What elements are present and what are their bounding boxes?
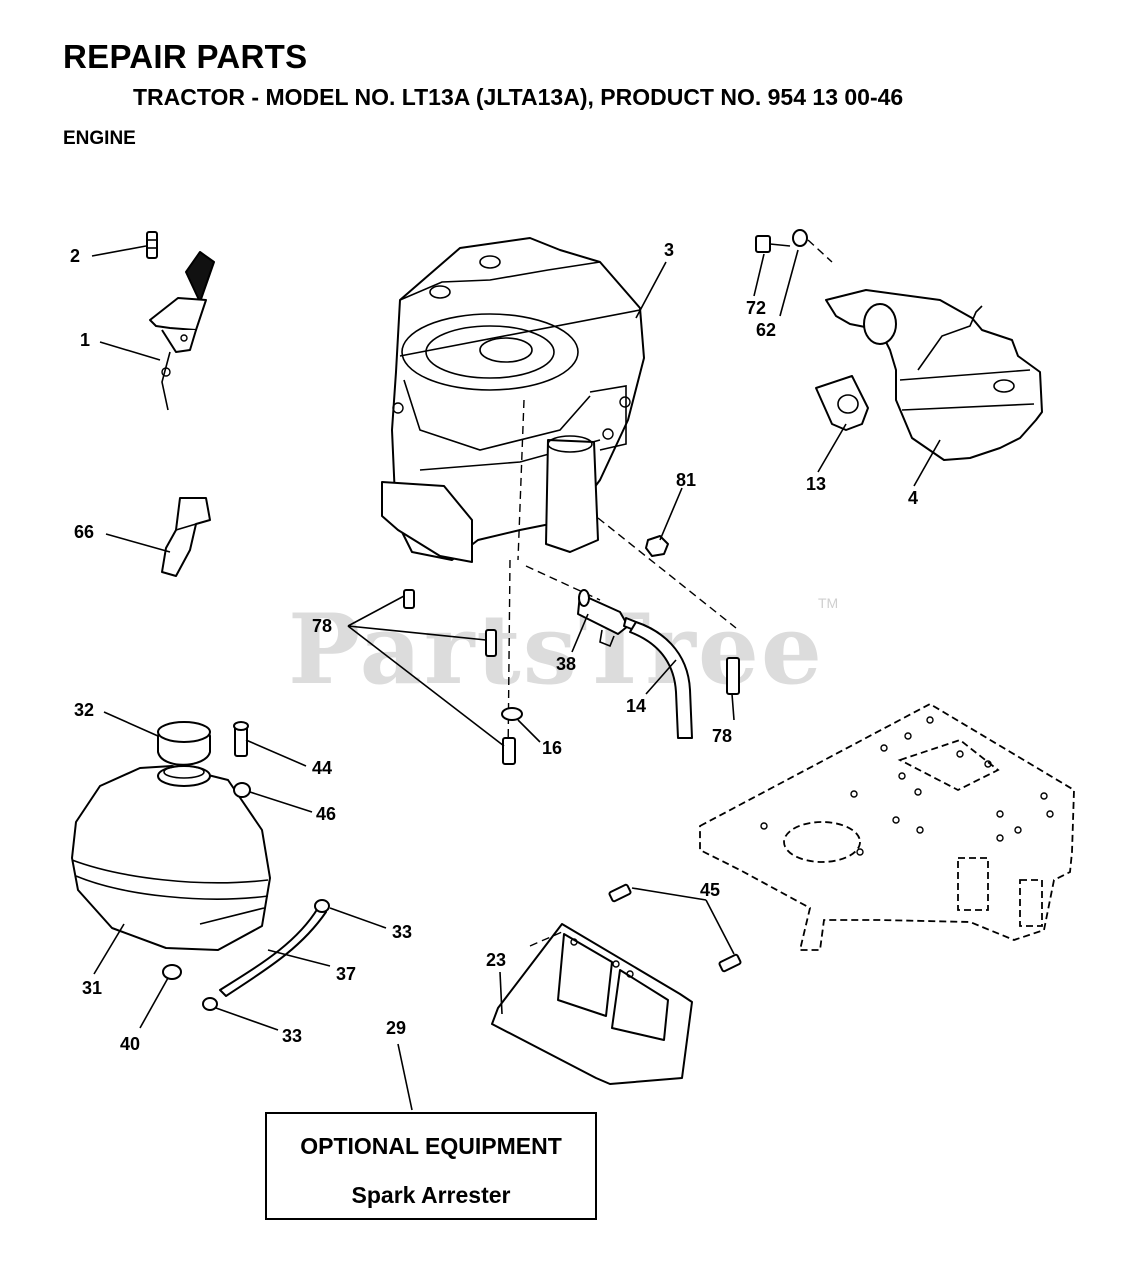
nut-part[interactable] xyxy=(645,535,669,557)
callout-72: 72 xyxy=(746,298,766,318)
watermark-trademark: TM xyxy=(818,595,838,611)
hose-clamp-part[interactable] xyxy=(314,899,330,913)
optional-equipment-title: OPTIONAL EQUIPMENT xyxy=(300,1133,562,1159)
callout-37: 37 xyxy=(336,964,356,984)
callout-16: 16 xyxy=(542,738,562,758)
fuel-tank-part[interactable] xyxy=(71,765,271,951)
callout-29: 29 xyxy=(386,1018,406,1038)
fuel-cap-part[interactable] xyxy=(157,721,211,766)
callout-44: 44 xyxy=(312,758,332,778)
callout-78: 78 xyxy=(712,726,732,746)
callout-1: 1 xyxy=(80,330,90,350)
callout-13: 13 xyxy=(806,474,826,494)
callout-78: 78 xyxy=(312,616,332,636)
callout-33: 33 xyxy=(392,922,412,942)
exhaust-gasket-part[interactable] xyxy=(815,375,869,431)
exhaust-bolt-part[interactable] xyxy=(755,235,791,253)
callout-66: 66 xyxy=(74,522,94,542)
heat-shield-part[interactable] xyxy=(491,923,693,1085)
tank-screw-part[interactable] xyxy=(233,721,249,757)
fuel-line-part[interactable] xyxy=(219,907,327,997)
callout-2: 2 xyxy=(70,246,80,266)
callout-3: 3 xyxy=(664,240,674,260)
callout-62: 62 xyxy=(756,320,776,340)
callout-4: 4 xyxy=(908,488,918,508)
lock-washer-part[interactable] xyxy=(792,229,808,247)
tank-bushing-part[interactable] xyxy=(162,964,182,980)
hose-clamp-part[interactable] xyxy=(202,997,218,1011)
model-subtitle: TRACTOR - MODEL NO. LT13A (JLTA13A), PRO… xyxy=(133,84,904,110)
engine-bolt-part[interactable] xyxy=(403,589,740,765)
callout-40: 40 xyxy=(120,1034,140,1054)
spark-arrester-label: Spark Arrester xyxy=(351,1182,511,1208)
optional-equipment-box: OPTIONAL EQUIPMENT Spark Arrester xyxy=(265,1112,597,1220)
callout-31: 31 xyxy=(82,978,102,998)
callout-32: 32 xyxy=(74,700,94,720)
tank-washer-part[interactable] xyxy=(233,782,251,798)
fuel-hose-part[interactable] xyxy=(629,621,693,739)
leader-lines xyxy=(91,245,941,1111)
callout-46: 46 xyxy=(316,804,336,824)
section-label: ENGINE xyxy=(63,128,136,149)
callout-33: 33 xyxy=(282,1026,302,1046)
tractor-frame-part xyxy=(699,702,1075,951)
engine-part[interactable] xyxy=(381,237,645,563)
watermark-text: PartsTree xyxy=(288,593,824,706)
callout-81: 81 xyxy=(676,470,696,490)
bracket-part[interactable] xyxy=(161,497,211,577)
page-title: REPAIR PARTS xyxy=(63,38,308,75)
callout-45: 45 xyxy=(700,880,720,900)
callout-23: 23 xyxy=(486,950,506,970)
callout-14: 14 xyxy=(626,696,646,716)
throttle-control-part[interactable] xyxy=(146,231,215,411)
muffler-part[interactable] xyxy=(825,289,1043,461)
shield-screw-part[interactable] xyxy=(608,883,742,973)
callout-38: 38 xyxy=(556,654,576,674)
